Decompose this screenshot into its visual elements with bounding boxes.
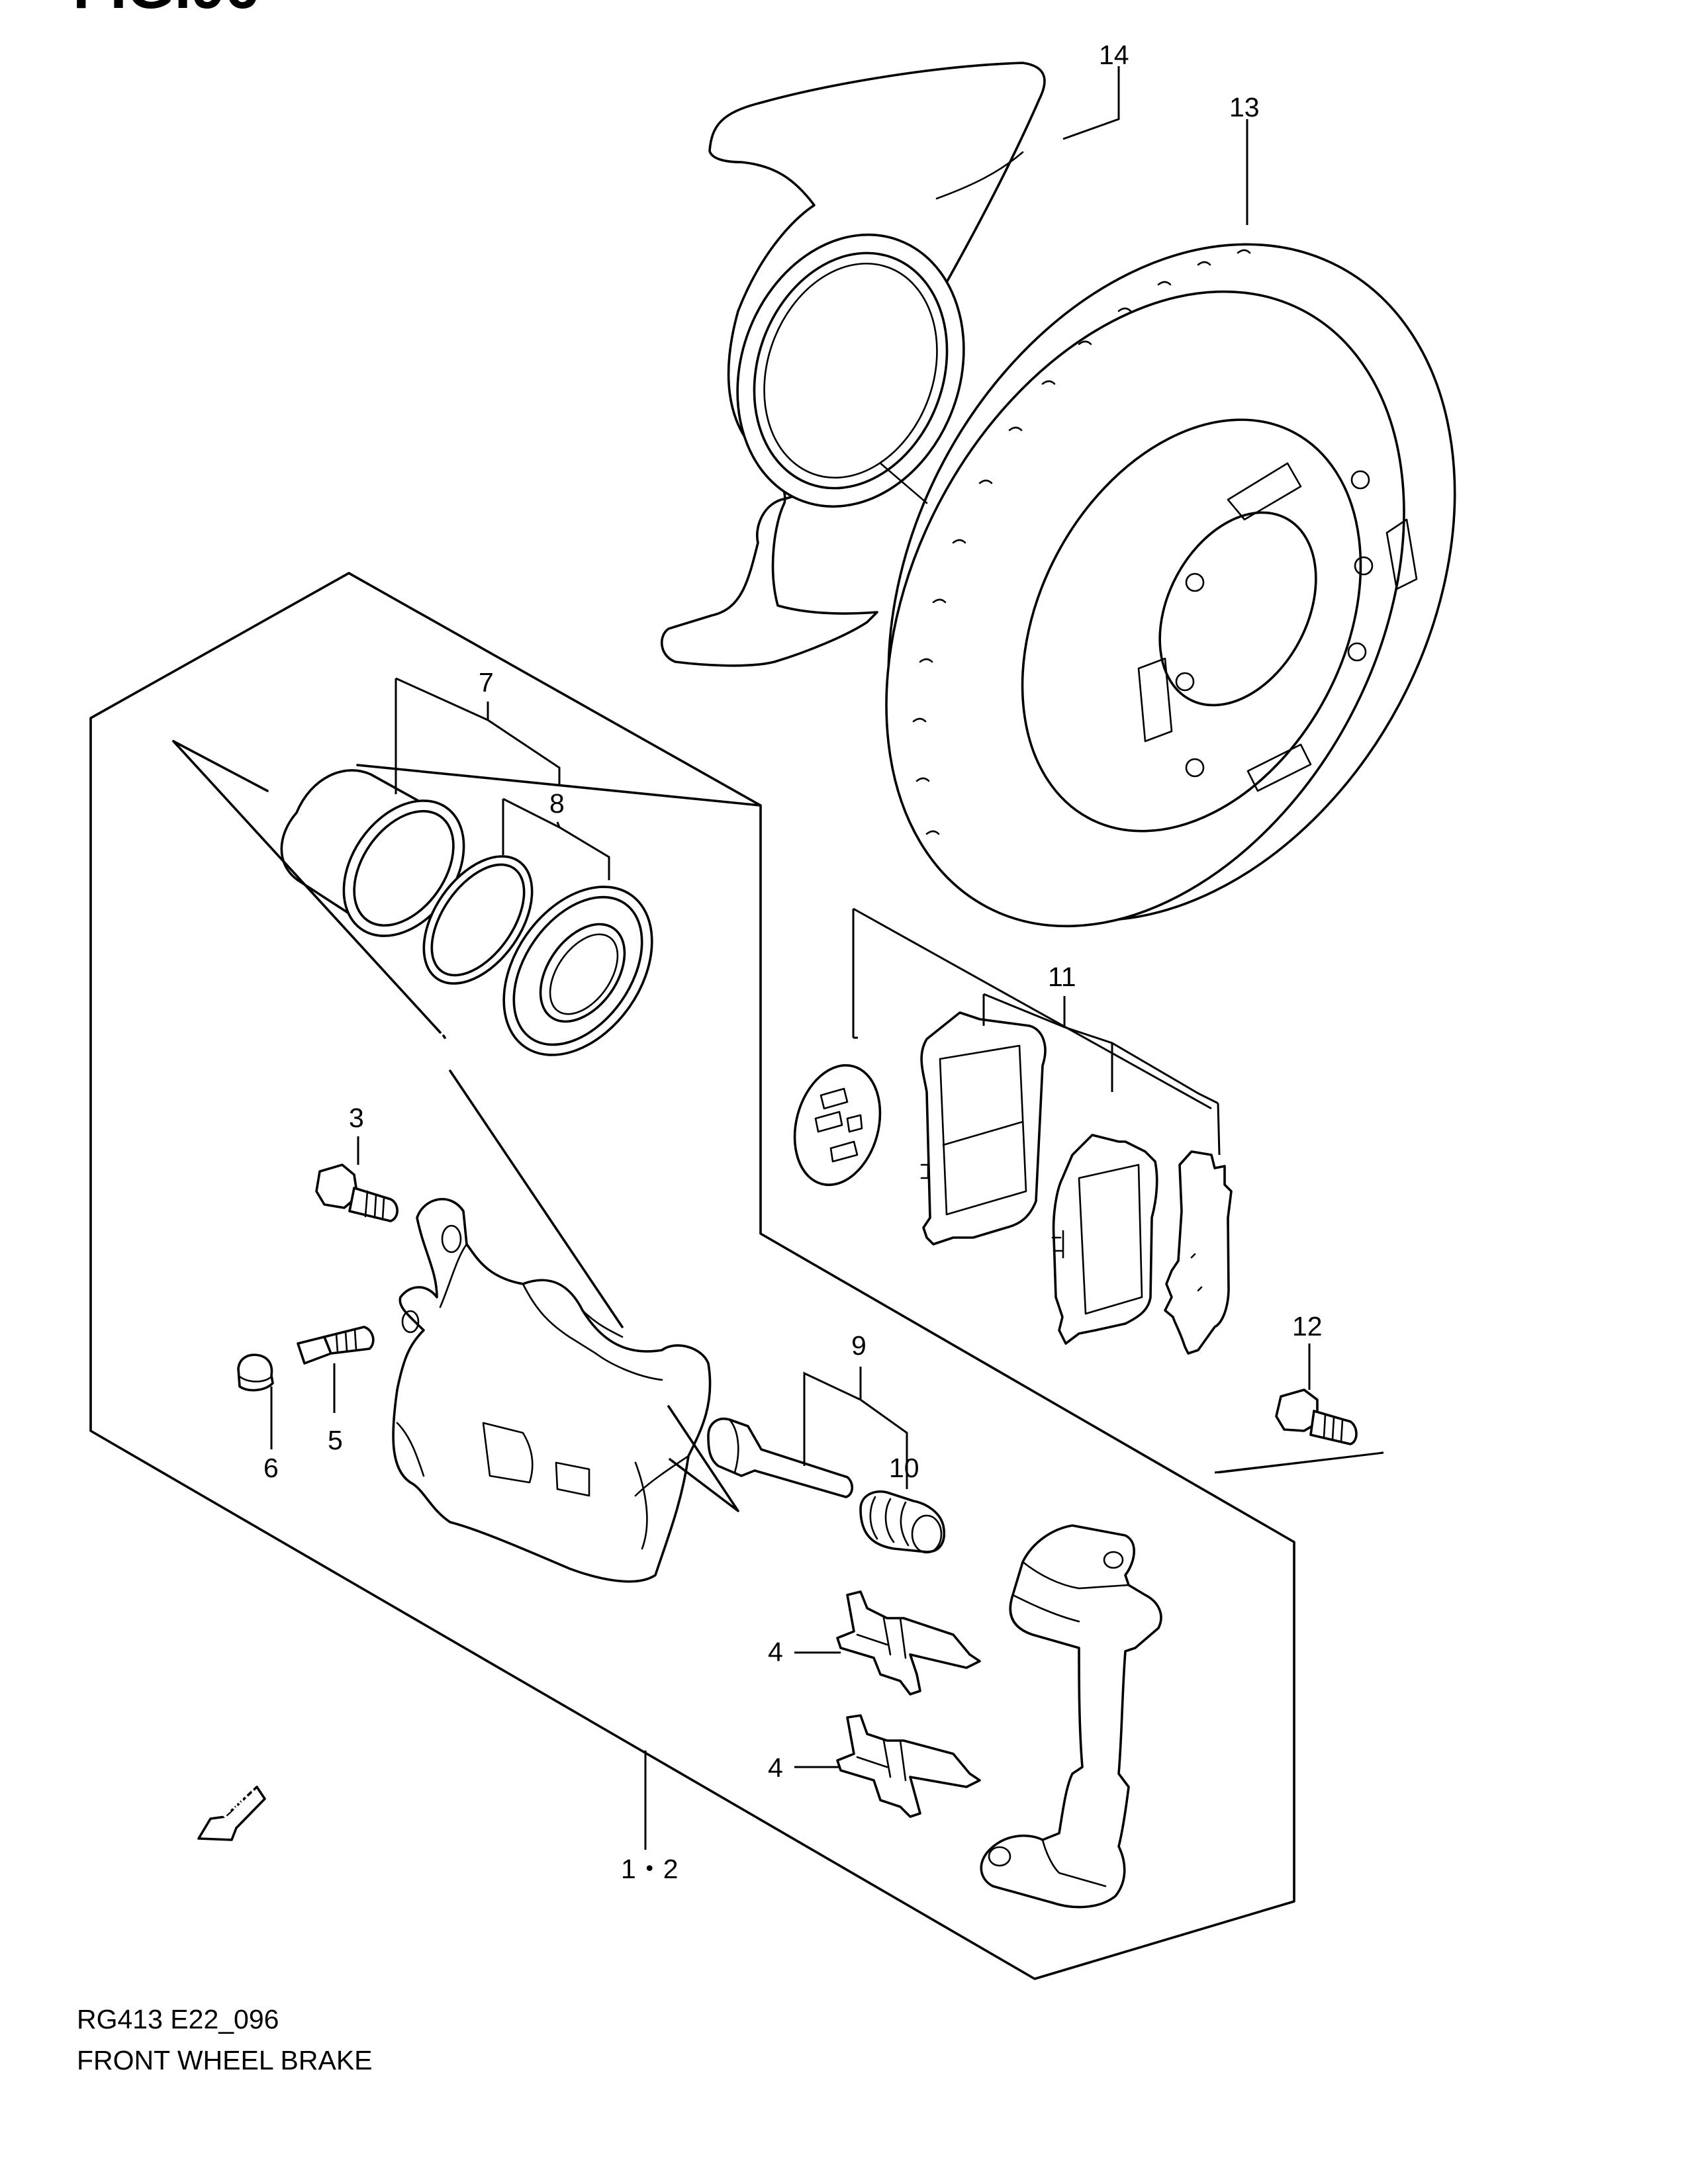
footer-diagram-title: FRONT WHEEL BRAKE — [77, 2045, 373, 2075]
caliper-bolt — [315, 1163, 399, 1222]
anti-squeal-shim — [793, 1064, 882, 1187]
callout-14: 14 — [1099, 40, 1129, 70]
callout-7: 7 — [479, 667, 494, 698]
callout-labels: 14 13 7 8 11 3 5 6 9 10 12 4 4 1・2 — [263, 40, 1323, 1884]
callout-11: 11 — [1048, 962, 1076, 992]
bracket-9-10 — [803, 1367, 908, 1489]
dust-cover — [660, 62, 1046, 667]
footer-diagram-code: RG413 E22_096 — [77, 2004, 279, 2034]
caliper-piston-set — [280, 769, 653, 1056]
guide-pin — [707, 1418, 854, 1498]
assembly-boundary — [89, 572, 1295, 1980]
brake-pad-inner — [920, 1011, 1047, 1246]
bracket-bolt — [1275, 1388, 1358, 1445]
callout-13: 13 — [1229, 92, 1260, 122]
callout-4b: 4 — [768, 1752, 783, 1783]
caliper-support-bracket — [980, 1524, 1162, 1909]
figure-title: FIG.96 — [73, 0, 259, 21]
pad-set-box — [852, 907, 1384, 1474]
leaders-top — [1062, 66, 1248, 225]
callout-9: 9 — [851, 1330, 867, 1361]
pad-shim — [1164, 1150, 1233, 1355]
guide-pin-boot — [859, 1490, 945, 1554]
bracket-7-8 — [395, 677, 610, 880]
brake-pad-outer — [1051, 1134, 1158, 1345]
bleeder-screw — [297, 1326, 375, 1365]
brake-disc-rotor — [885, 243, 1456, 928]
callout-5: 5 — [328, 1425, 343, 1455]
callout-8: 8 — [549, 788, 565, 819]
bracket-11 — [982, 993, 1221, 1156]
callout-3: 3 — [349, 1103, 364, 1133]
callout-1-2: 1・2 — [621, 1854, 679, 1884]
pad-spring-upper — [836, 1590, 981, 1696]
piston-pointer-lines — [172, 740, 739, 1512]
pad-spring-lower — [836, 1714, 981, 1818]
callout-6: 6 — [263, 1453, 279, 1483]
callout-4a: 4 — [768, 1637, 783, 1667]
callout-12: 12 — [1292, 1311, 1323, 1342]
fwd-arrow-icon: FWD — [197, 1781, 266, 1841]
bleeder-cap — [237, 1353, 274, 1392]
caliper-body — [392, 1198, 712, 1583]
callout-10: 10 — [889, 1453, 919, 1483]
